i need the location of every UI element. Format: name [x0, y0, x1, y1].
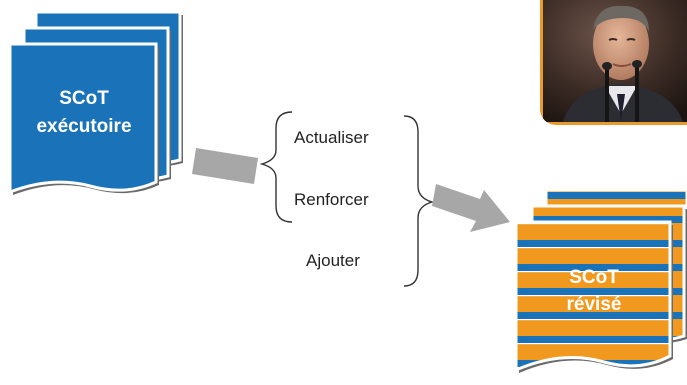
speaker-photo-image	[543, 0, 687, 122]
source-doc-title: SCoT	[59, 88, 109, 109]
left-brace	[259, 111, 293, 223]
step-actualiser: Actualiser	[294, 128, 369, 147]
step-renforcer: Renforcer	[294, 190, 369, 209]
right-connector-arrow	[432, 184, 510, 232]
source-doc-stack: SCoT exécutoire	[8, 10, 183, 195]
source-doc-front-page	[8, 42, 159, 195]
result-doc-title: SCoT	[569, 267, 619, 288]
source-doc-subtitle: exécutoire	[36, 116, 131, 137]
speaker-photo	[540, 0, 687, 125]
left-connector-arrow	[192, 148, 258, 184]
result-doc-subtitle: révisé	[567, 294, 622, 315]
right-brace	[403, 115, 435, 287]
result-doc-front-page	[514, 220, 673, 373]
step-ajouter: Ajouter	[306, 251, 360, 270]
result-doc-stack: SCoT révisé	[514, 188, 687, 373]
